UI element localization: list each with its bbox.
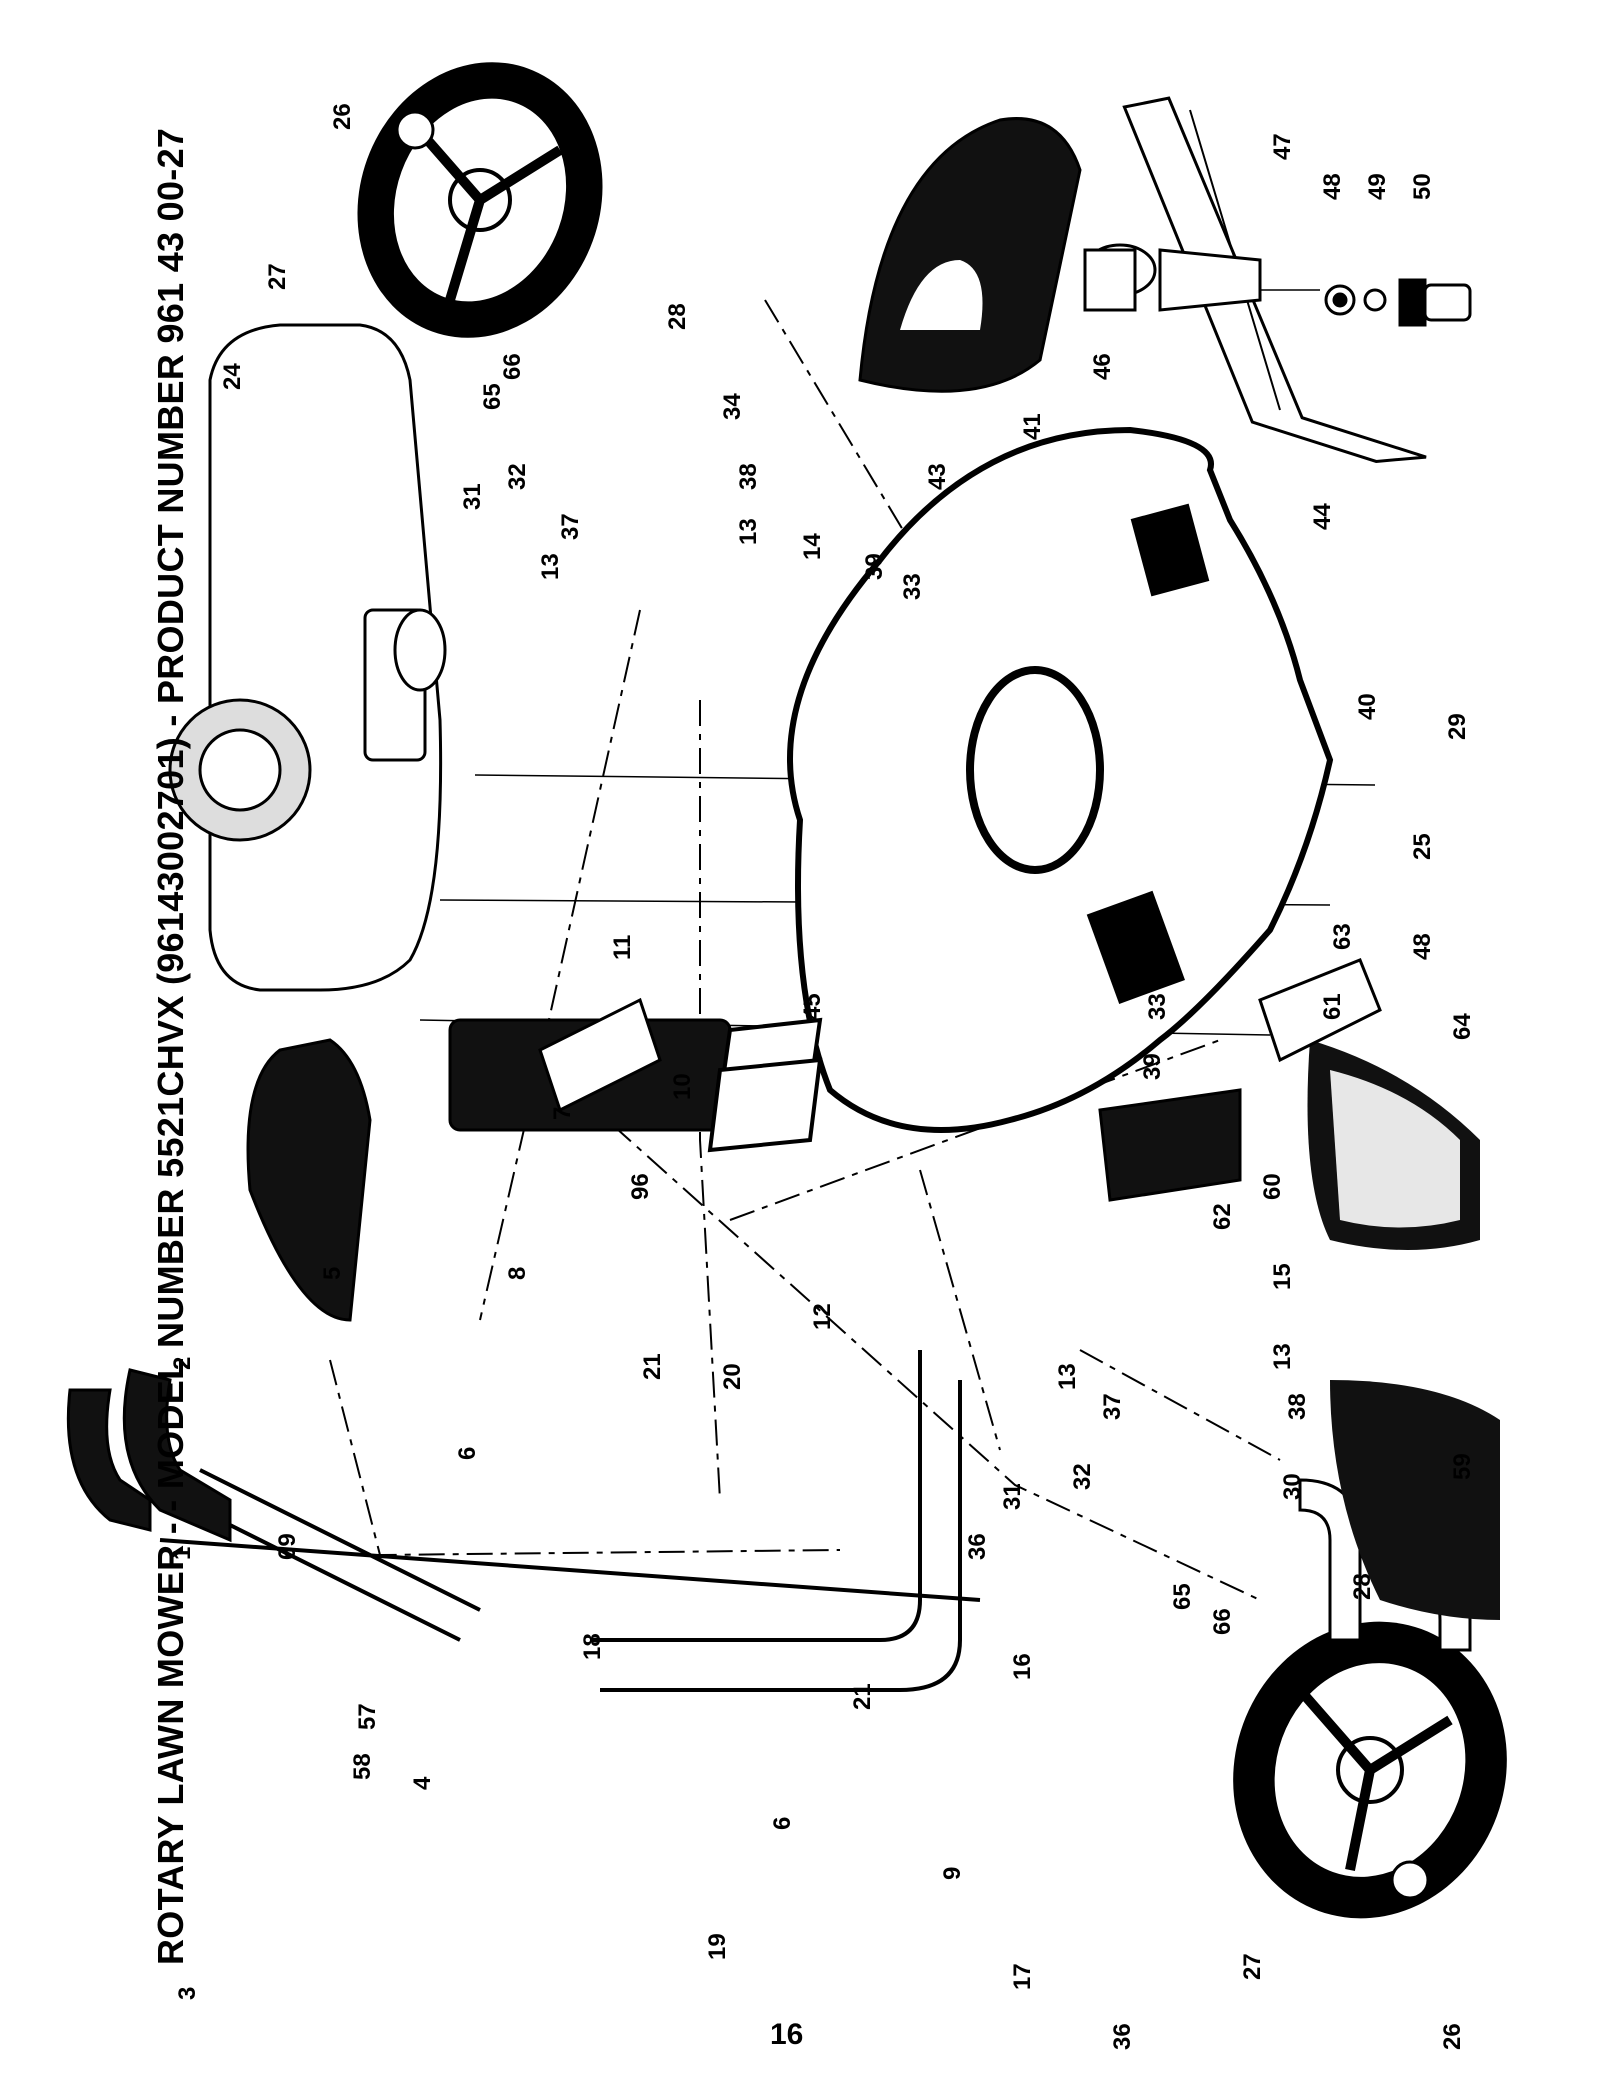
callout-38-bottom: 38 <box>1284 1393 1311 1420</box>
header-model-number: 5521CHVX <box>150 995 191 1178</box>
rear-discharge-cover <box>858 117 1082 393</box>
callout-6-top: 6 <box>454 1447 481 1460</box>
engine <box>168 323 447 992</box>
callout-32-top: 32 <box>504 463 531 490</box>
callout-31-bottom: 31 <box>999 1483 1026 1510</box>
callout-48-top: 48 <box>1319 173 1346 200</box>
callout-39-bottom: 39 <box>1139 1053 1166 1080</box>
callout-60: 60 <box>1259 1173 1286 1200</box>
axle-bracket <box>538 958 1382 1113</box>
callout-13-bottom-a: 13 <box>1054 1363 1081 1390</box>
callout-19: 19 <box>704 1933 731 1960</box>
diagram-header: ROTARY LAWN MOWER - - MODEL NUMBER 5521C… <box>150 125 192 1965</box>
callout-26-top: 26 <box>329 103 356 130</box>
callout-11: 11 <box>609 935 636 960</box>
callout-61: 61 <box>1319 993 1346 1020</box>
rear-door <box>246 1038 372 1322</box>
callout-5: 5 <box>319 1267 346 1280</box>
callout-38-top: 38 <box>735 463 762 490</box>
callout-21-bottom: 21 <box>849 1683 876 1710</box>
callout-10: 10 <box>669 1073 696 1100</box>
callout-16: 16 <box>1009 1653 1036 1680</box>
callout-33-top: 33 <box>899 573 926 600</box>
callout-28-top: 28 <box>664 303 691 330</box>
callout-12: 12 <box>809 1303 836 1330</box>
callout-64: 64 <box>1449 1013 1476 1040</box>
callout-36-top: 36 <box>964 1533 991 1560</box>
blade-adapter <box>1083 243 1262 312</box>
callout-63: 63 <box>1329 923 1356 950</box>
mulch-plug <box>1307 1040 1480 1250</box>
callout-49: 49 <box>1364 173 1391 200</box>
callout-18: 18 <box>579 1633 606 1660</box>
callout-26-bottom: 26 <box>1439 2023 1466 2050</box>
callout-96: 96 <box>627 1173 654 1200</box>
callout-45: 45 <box>799 993 826 1020</box>
callout-2: 2 <box>169 1357 196 1370</box>
callout-37-top: 37 <box>557 513 584 540</box>
callout-28-bottom: 28 <box>1349 1573 1376 1600</box>
callout-21-top: 21 <box>639 1353 666 1380</box>
callout-27-top: 27 <box>264 263 291 290</box>
wheel-nut-bottom <box>1390 1860 1430 1900</box>
callout-8: 8 <box>504 1267 531 1280</box>
callout-9: 9 <box>939 1867 966 1880</box>
callout-13-top-a: 13 <box>537 553 564 580</box>
callout-15: 15 <box>1269 1263 1296 1290</box>
height-adjuster-plates <box>707 1017 823 1153</box>
bag-frame-support <box>1098 1088 1242 1202</box>
callout-24: 24 <box>219 363 246 390</box>
header-prefix: ROTARY LAWN MOWER - - MODEL NUMBER <box>150 1177 191 1965</box>
callout-14: 14 <box>799 533 826 560</box>
callout-7: 7 <box>549 1107 576 1120</box>
callout-39-top: 39 <box>861 553 888 580</box>
callout-1: 1 <box>169 1547 196 1560</box>
callout-69: 69 <box>274 1533 301 1560</box>
callout-32-bottom: 32 <box>1069 1463 1096 1490</box>
mower-deck <box>787 426 1334 1133</box>
callout-66-top: 66 <box>499 353 526 380</box>
callout-40: 40 <box>1354 693 1381 720</box>
callout-34: 34 <box>719 393 746 420</box>
callout-65-bottom: 65 <box>1169 1583 1196 1610</box>
callout-47: 47 <box>1269 133 1296 160</box>
wheel-nut-top <box>395 110 435 150</box>
callout-30: 30 <box>1279 1473 1306 1500</box>
callout-31-top: 31 <box>459 483 486 510</box>
callout-20: 20 <box>719 1363 746 1390</box>
callout-17: 17 <box>1009 1963 1036 1990</box>
callout-6-bottom: 6 <box>769 1817 796 1830</box>
callout-62: 62 <box>1209 1203 1236 1230</box>
callout-33-bottom: 33 <box>1144 993 1171 1020</box>
callout-57: 57 <box>354 1703 381 1730</box>
callout-27-bottom: 27 <box>1239 1953 1266 1980</box>
callout-13-bottom-b: 13 <box>1269 1343 1296 1370</box>
callout-36-bottom: 36 <box>1109 2023 1136 2050</box>
front-wheel-bottom <box>1233 1621 1507 1919</box>
callout-3: 3 <box>174 1987 201 2000</box>
page-number: 16 <box>770 2018 804 2051</box>
callout-25: 25 <box>1409 833 1436 860</box>
callout-37-bottom: 37 <box>1099 1393 1126 1420</box>
callout-66-bottom: 66 <box>1209 1608 1236 1635</box>
callout-46: 46 <box>1089 353 1116 380</box>
callout-58: 58 <box>349 1753 376 1780</box>
callout-44: 44 <box>1309 503 1336 530</box>
blade-bolt-hardware <box>1324 278 1472 327</box>
side-discharge-chute <box>1330 1380 1500 1620</box>
header-suffix: (96143002701) - PRODUCT NUMBER 961 43 00… <box>150 127 191 996</box>
callout-65-top: 65 <box>479 383 506 410</box>
callout-41: 41 <box>1019 413 1046 440</box>
callout-50: 50 <box>1409 173 1436 200</box>
callout-29: 29 <box>1444 713 1471 740</box>
callout-4: 4 <box>409 1776 436 1790</box>
callout-48-bottom: 48 <box>1409 933 1436 960</box>
fuel-hoses <box>66 1368 232 1543</box>
callout-59: 59 <box>1449 1453 1476 1480</box>
callout-13-top-b: 13 <box>735 518 762 545</box>
callout-43: 43 <box>924 463 951 490</box>
